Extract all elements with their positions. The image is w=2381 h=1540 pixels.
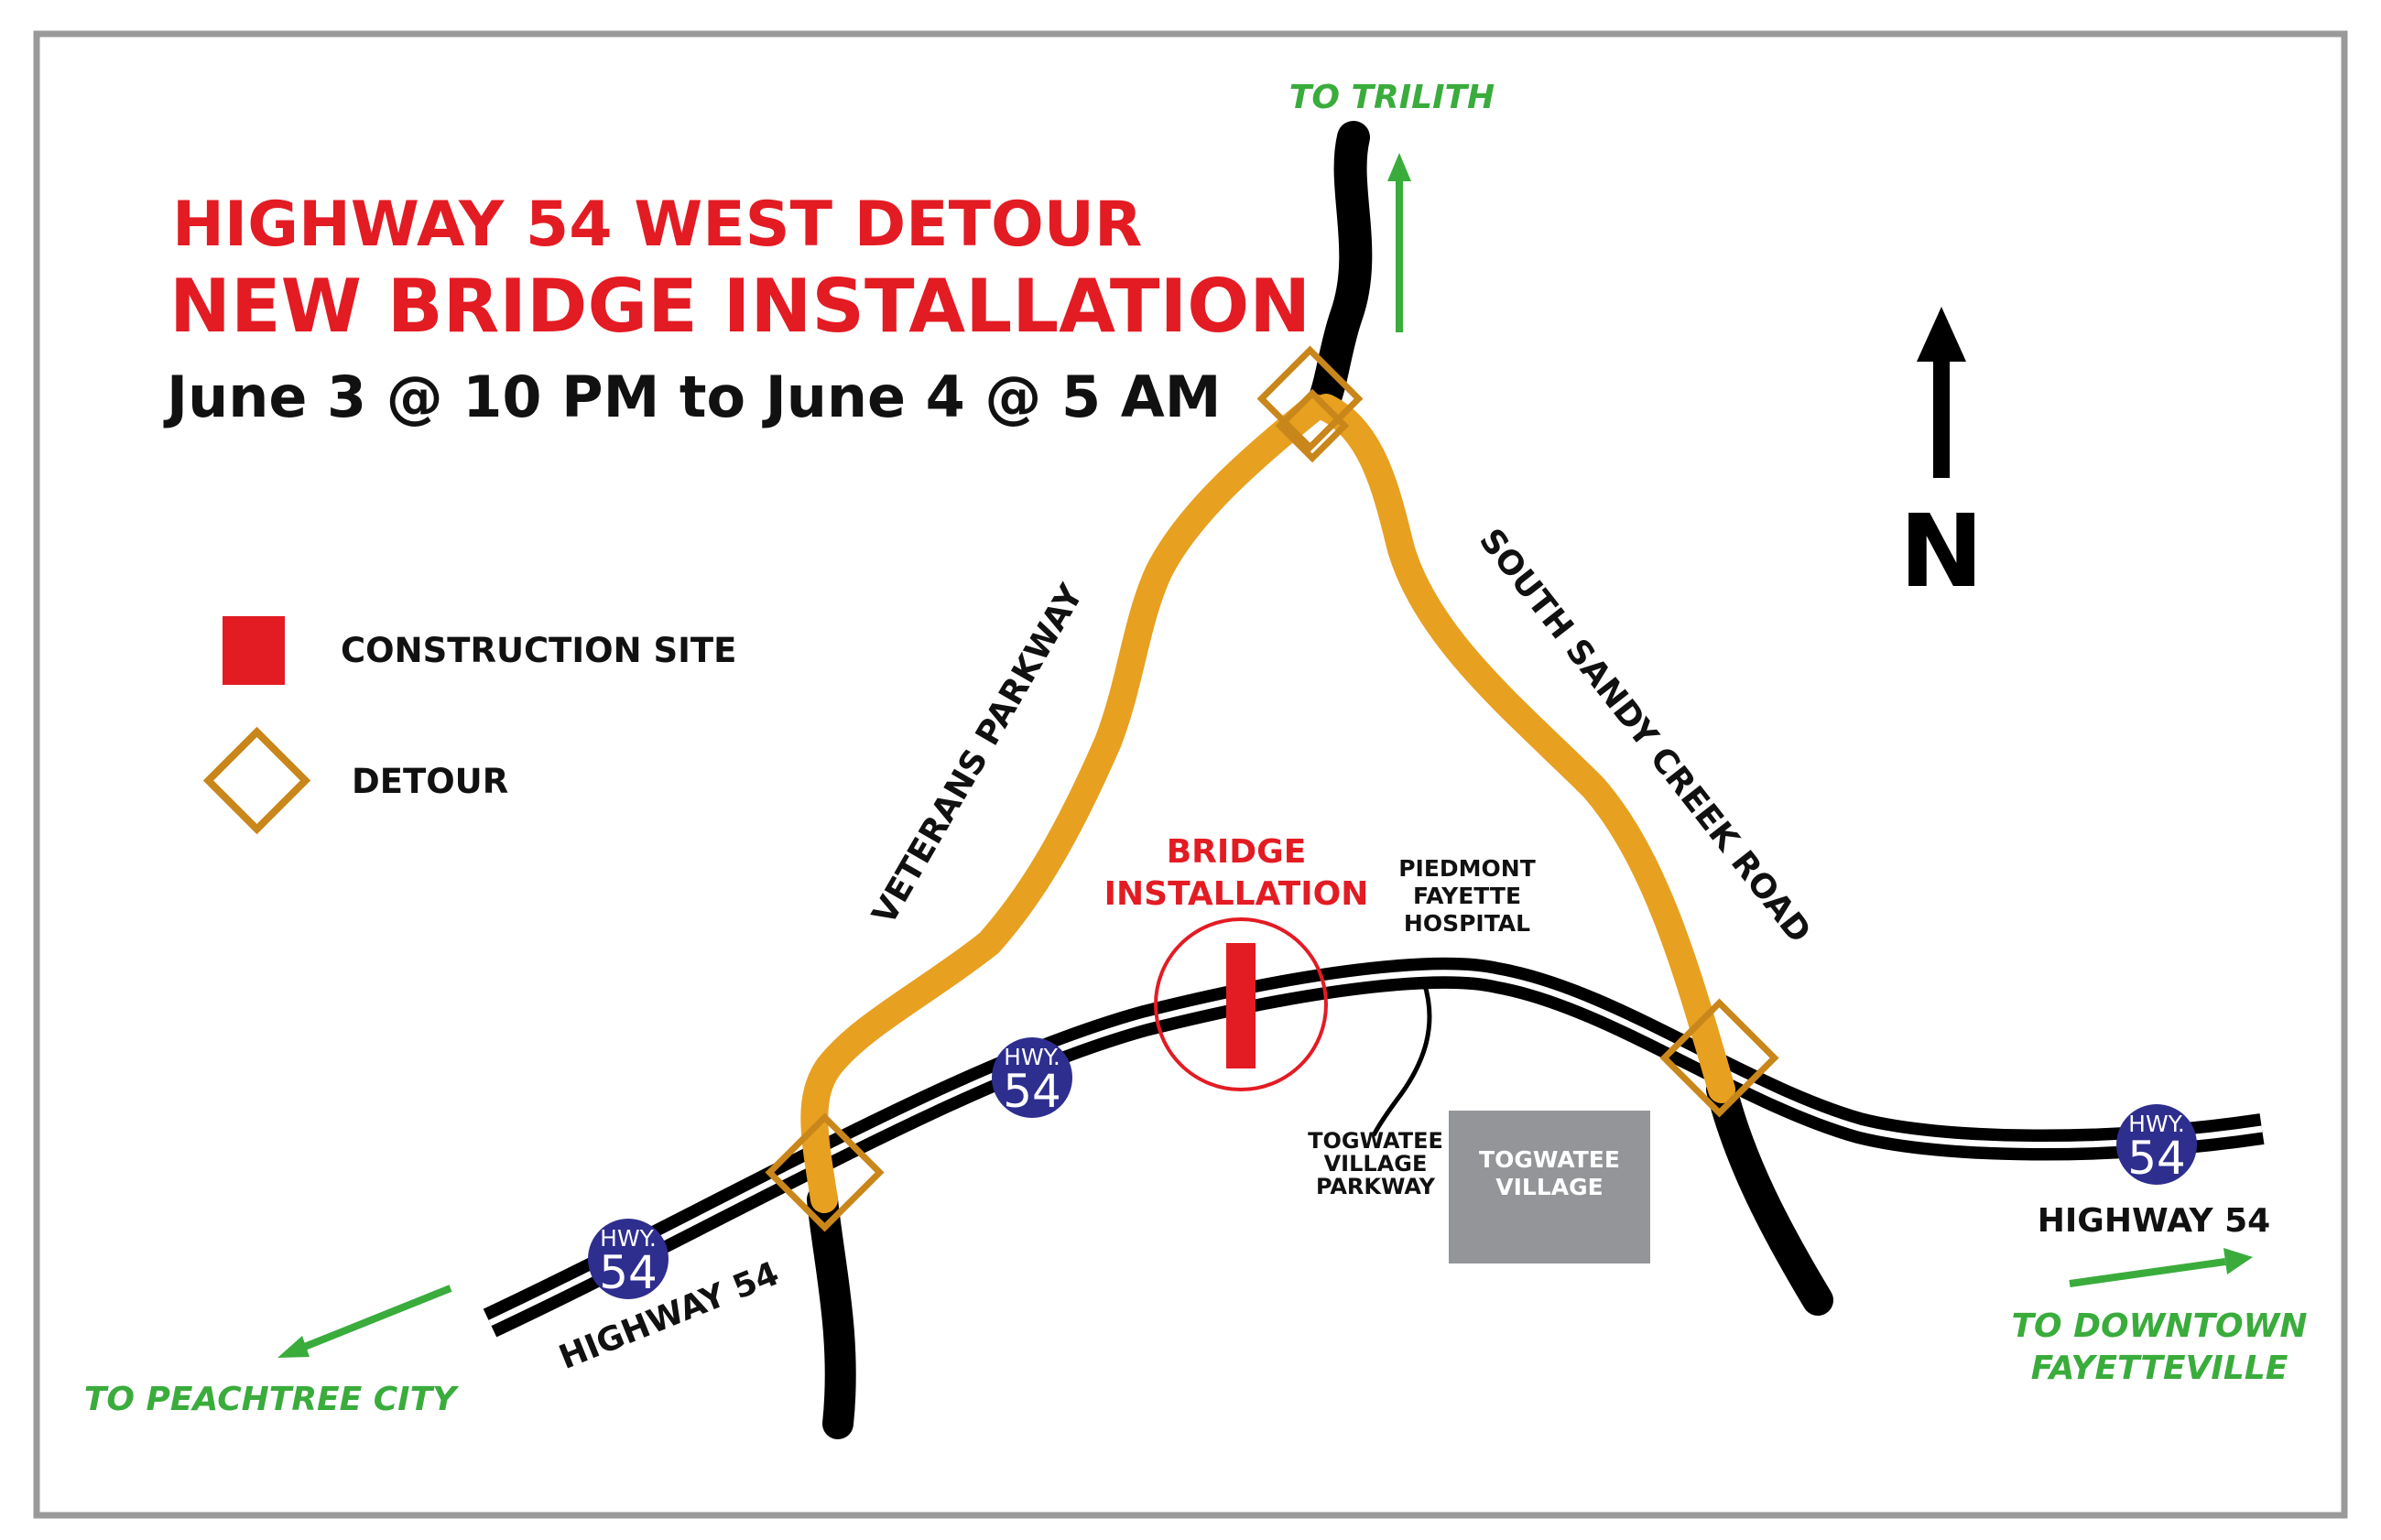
- hospital-label-3: HOSPITAL: [1404, 910, 1530, 937]
- svg-text:54: 54: [599, 1246, 658, 1299]
- highway-54-right-label: HIGHWAY 54: [2038, 1202, 2270, 1240]
- destination-peachtree-city: TO PEACHTREE CITY: [84, 1381, 460, 1418]
- legend-construction-swatch: [223, 616, 285, 685]
- hwy-54-shield-middle: HWY. 54: [992, 1037, 1072, 1118]
- bridge-label-2: INSTALLATION: [1104, 875, 1369, 913]
- togwatee-pkwy-label-2: VILLAGE: [1324, 1151, 1428, 1177]
- svg-text:54: 54: [2127, 1132, 2186, 1185]
- legend-detour-label: DETOUR: [352, 762, 508, 801]
- detour-marker-east: [1659, 998, 1779, 1118]
- togwatee-village-parkway: [1371, 981, 1432, 1137]
- destination-downtown-2: FAYETTEVILLE: [2031, 1350, 2289, 1387]
- svg-text:54: 54: [1003, 1065, 1061, 1118]
- detour-south-sandy-creek: [1312, 394, 1735, 1103]
- arrow-down-left-icon: [277, 1285, 452, 1358]
- construction-site-marker: [1226, 943, 1256, 1068]
- legend-construction-label: CONSTRUCTION SITE: [341, 631, 736, 670]
- arrow-right-icon: [2069, 1248, 2253, 1287]
- west-crossroad: [807, 1184, 856, 1439]
- svg-text:HWY.: HWY.: [600, 1225, 657, 1252]
- arrow-up-icon: [1387, 153, 1411, 332]
- hwy-54-shield-left: HWY. 54: [588, 1219, 669, 1299]
- title-line-1: HIGHWAY 54 WEST DETOUR: [172, 189, 1142, 261]
- hwy-54-shield-right: HWY. 54: [2116, 1104, 2197, 1185]
- destination-trilith: TO TRILITH: [1289, 79, 1495, 116]
- map-frame: [33, 30, 2348, 1519]
- bridge-installation-circle: [1154, 917, 1328, 1091]
- hospital-label-1: PIEDMONT: [1398, 855, 1536, 882]
- east-crossroad: [1706, 1074, 1833, 1316]
- hospital-label-2: FAYETTE: [1413, 883, 1521, 909]
- detour-marker-west: [765, 1112, 885, 1232]
- title-line-3: June 3 @ 10 PM to June 4 @ 5 AM: [163, 363, 1221, 430]
- togwatee-pkwy-label-1: TOGWATEE: [1308, 1128, 1443, 1154]
- detour-marker-north: [1256, 345, 1364, 463]
- togwatee-village-label-2: VILLAGE: [1495, 1174, 1603, 1200]
- legend-detour-swatch: [202, 726, 311, 835]
- highway-54: [483, 957, 2265, 1338]
- togwatee-village-label-1: TOGWATEE: [1479, 1146, 1620, 1173]
- destination-downtown-1: TO DOWNTOWN: [2011, 1307, 2307, 1345]
- svg-text:HWY.: HWY.: [2128, 1111, 2185, 1137]
- north-label: N: [1899, 493, 1984, 610]
- detour-veterans-parkway: [800, 394, 1328, 1213]
- bridge-label-1: BRIDGE: [1167, 833, 1307, 871]
- togwatee-pkwy-label-3: PARKWAY: [1316, 1174, 1436, 1199]
- togwatee-village-box: [1449, 1111, 1650, 1263]
- svg-text:HWY.: HWY.: [1004, 1044, 1060, 1070]
- north-arrow-icon: [1917, 307, 1966, 478]
- title-line-2: NEW BRIDGE INSTALLATION: [169, 264, 1310, 349]
